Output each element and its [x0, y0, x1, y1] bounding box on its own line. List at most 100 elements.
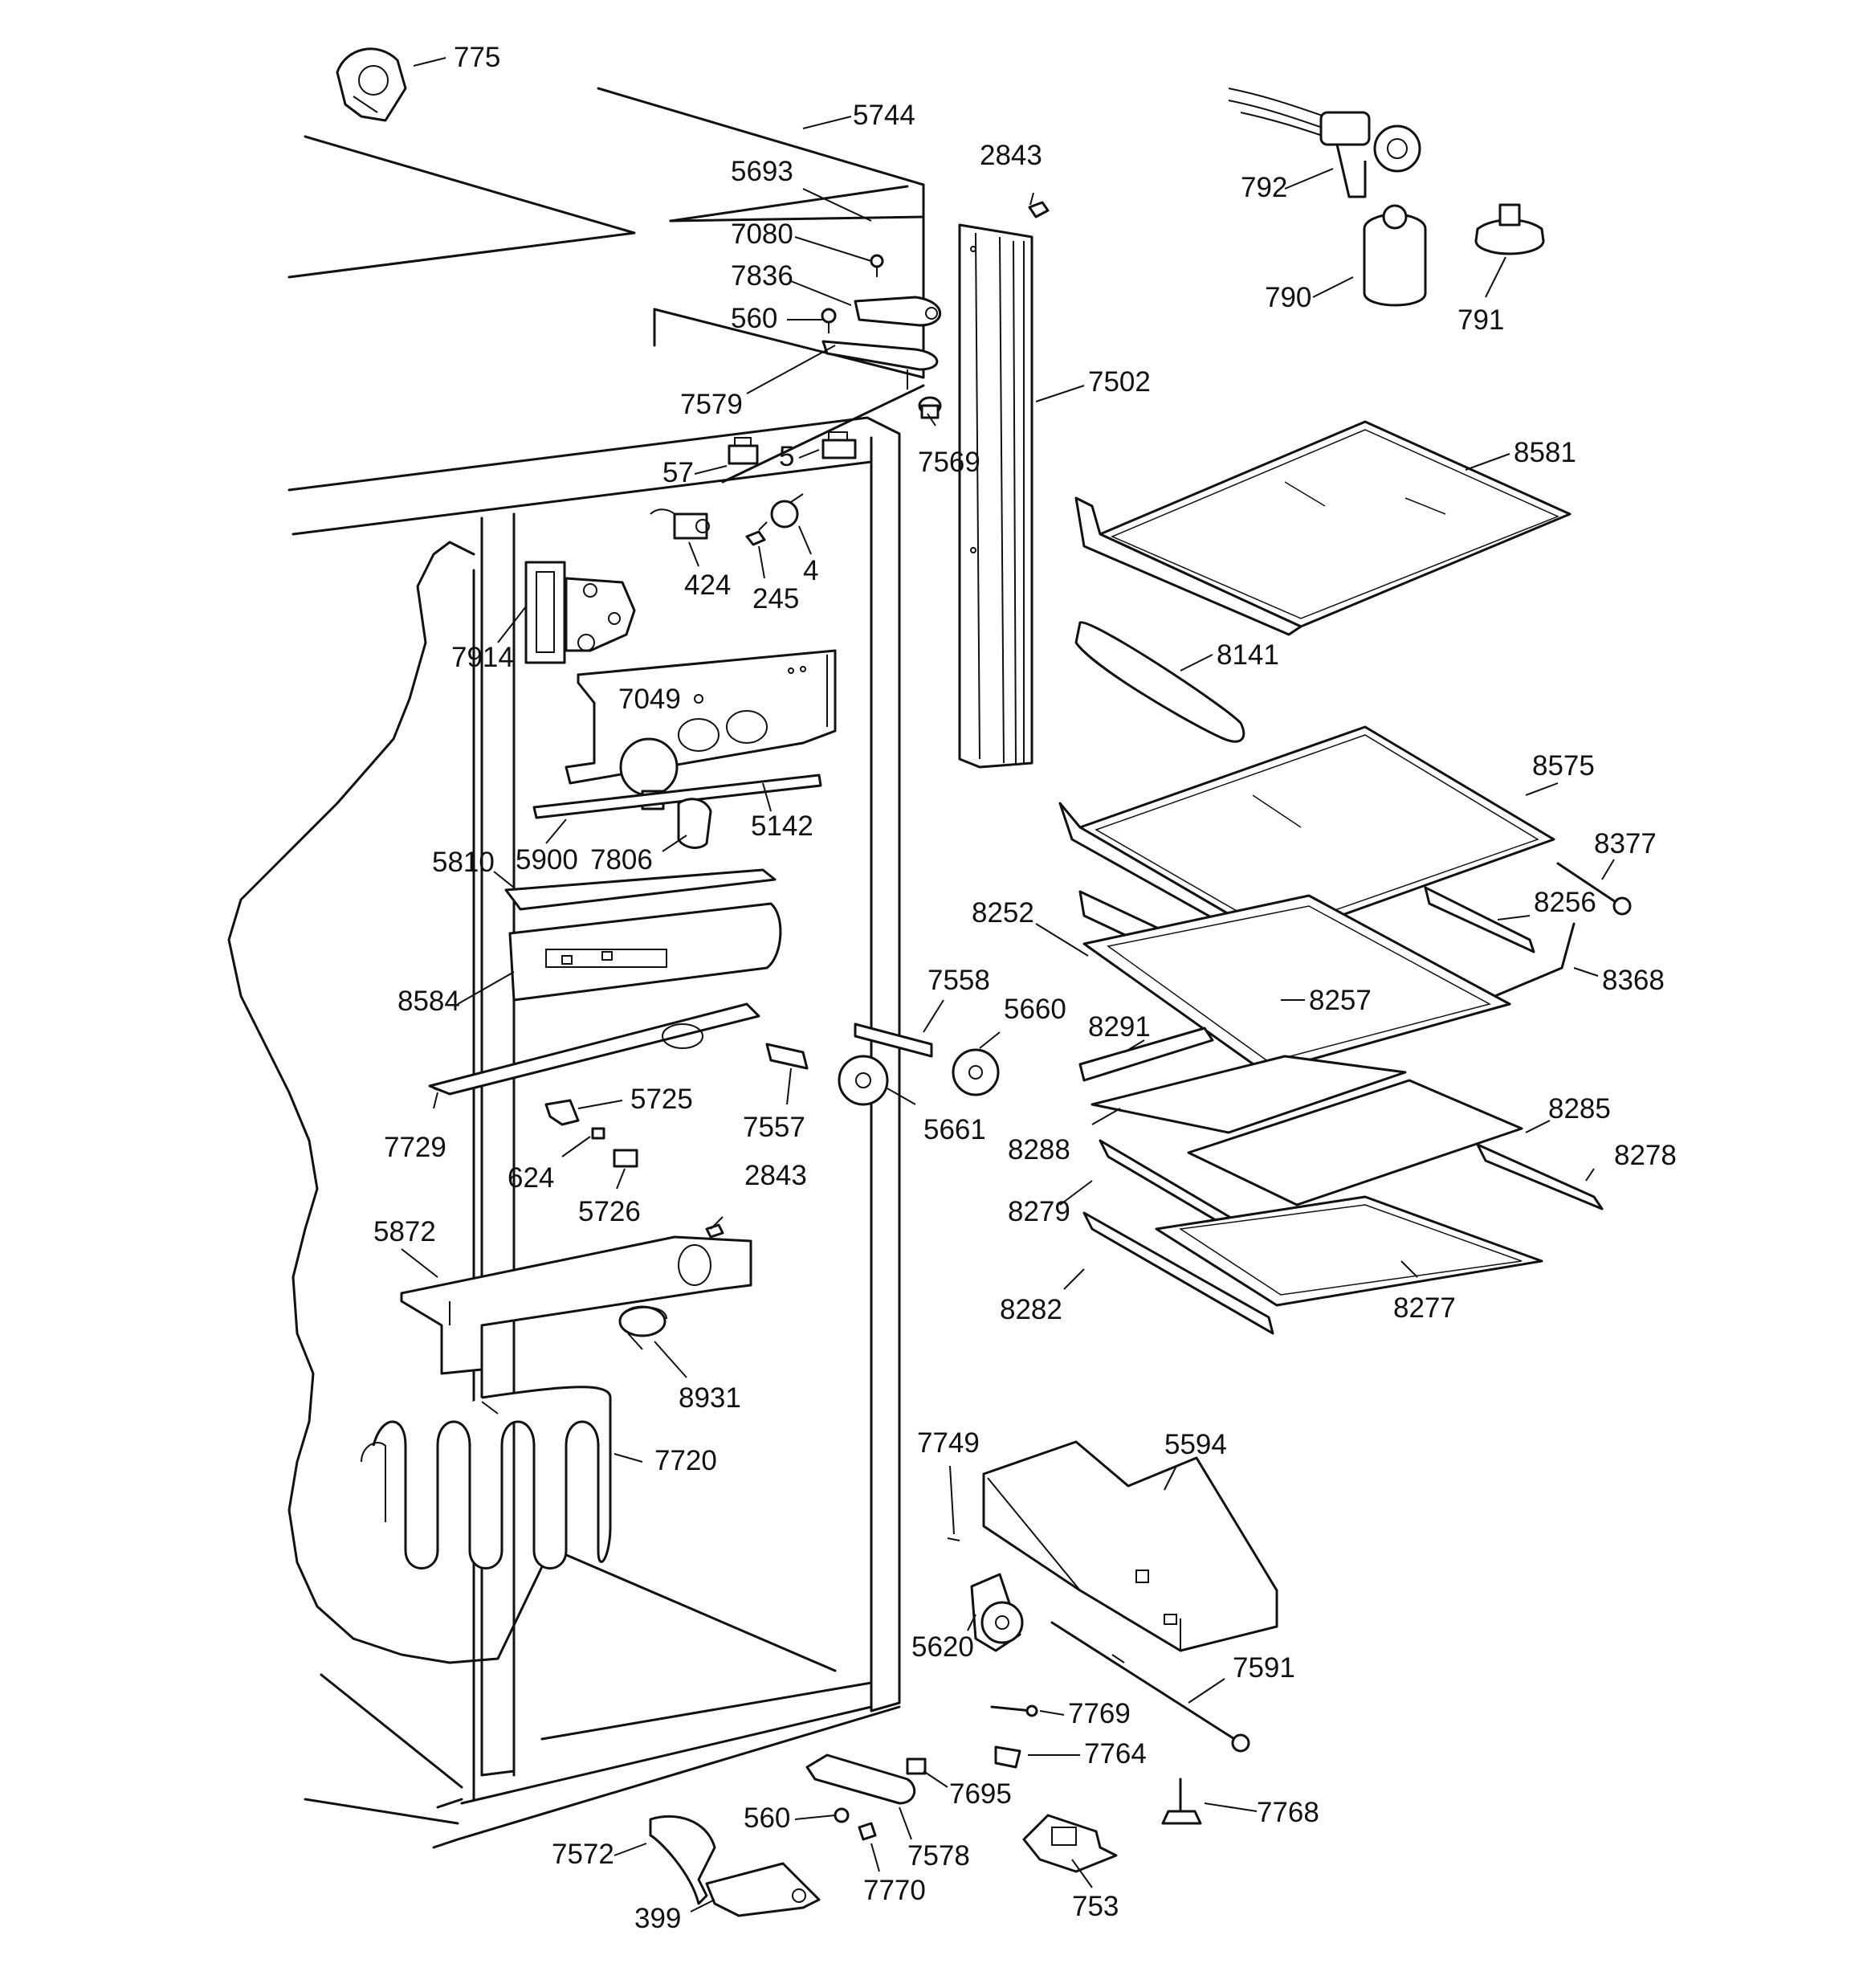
part-5142-light-bracket: [565, 649, 837, 785]
callout-7769: 7769: [1068, 1698, 1131, 1729]
callout-7729: 7729: [384, 1132, 446, 1163]
part-7764-spring: [994, 1745, 1021, 1769]
part-790-water-filter: [1363, 204, 1427, 307]
part-753-relay: [1022, 1814, 1118, 1873]
callout-8279: 8279: [1008, 1196, 1070, 1227]
part-775-hinge-cover: [336, 47, 407, 122]
part-8584-control-panel: [508, 902, 782, 1002]
part-5620-roller-assembly: [970, 1573, 1024, 1652]
callout-791: 791: [1457, 304, 1504, 336]
callout-7572: 7572: [552, 1839, 614, 1870]
part-5725-clip: [544, 1099, 580, 1126]
callout-4: 4: [803, 555, 818, 586]
part-245-screw: [745, 530, 766, 546]
callout-8575: 8575: [1532, 750, 1595, 782]
callout-5660: 5660: [1004, 994, 1066, 1025]
callout-8584: 8584: [397, 986, 460, 1017]
callout-2843-top: 2843: [980, 140, 1042, 171]
leader-lines: [401, 57, 1615, 1912]
callout-624: 624: [508, 1162, 554, 1194]
part-7769-pin: [990, 1704, 1038, 1717]
callout-7695: 7695: [949, 1778, 1012, 1810]
part-560-screw-bottom: [834, 1807, 850, 1823]
part-7720-defrost-heater: [361, 1386, 612, 1570]
callout-790: 790: [1265, 282, 1311, 313]
callout-5661: 5661: [923, 1114, 986, 1145]
part-8291-strip: [1078, 1027, 1214, 1082]
part-7591-rod: [1050, 1621, 1250, 1753]
part-7569-bushing: [918, 396, 942, 419]
callout-5726: 5726: [578, 1196, 641, 1227]
part-8278-slide: [1476, 1143, 1604, 1210]
part-5900-lens-strip: [532, 774, 822, 819]
callout-5900: 5900: [516, 844, 578, 876]
callout-8931: 8931: [679, 1382, 741, 1414]
callout-5: 5: [779, 441, 794, 472]
callout-7770: 7770: [863, 1875, 926, 1906]
part-2843-screw-duct: [705, 1223, 724, 1239]
callout-560-top: 560: [731, 303, 777, 334]
callout-5725: 5725: [630, 1084, 693, 1115]
part-7749-screw: [947, 1537, 960, 1541]
part-7836-hinge-plate: [854, 296, 942, 327]
callout-57: 57: [662, 457, 694, 488]
part-5594-compressor-cover: [982, 1440, 1278, 1652]
part-5872-air-duct: [400, 1235, 752, 1375]
part-791-filter-cap: [1474, 203, 1545, 255]
part-5-switch: [821, 431, 857, 459]
part-4-sensor: [758, 493, 804, 531]
callout-5872: 5872: [373, 1216, 436, 1247]
callout-7579: 7579: [680, 389, 743, 420]
part-560-screw-top: [821, 308, 837, 333]
cabinet-outline: [227, 87, 925, 1849]
callout-5693: 5693: [731, 156, 793, 187]
part-7806-socket: [677, 798, 712, 849]
callout-labels: 775 5744 2843 792 790 791 5693 7080 7836…: [373, 42, 1677, 1934]
part-8581-glass-shelf: [1074, 420, 1572, 636]
part-8368-wire: [1484, 922, 1576, 1002]
callout-8278: 8278: [1614, 1140, 1677, 1171]
callout-8288: 8288: [1008, 1134, 1070, 1165]
callout-8282: 8282: [1000, 1294, 1062, 1325]
callout-8256: 8256: [1534, 887, 1596, 918]
callout-7558: 7558: [927, 965, 990, 996]
callout-7591: 7591: [1233, 1652, 1295, 1684]
callout-5142: 5142: [751, 810, 813, 842]
part-7729-deflector: [428, 1002, 760, 1096]
callout-7502: 7502: [1088, 366, 1151, 398]
part-7578-hinge: [805, 1753, 916, 1805]
callout-424: 424: [684, 569, 731, 601]
callout-8141: 8141: [1217, 639, 1279, 671]
callout-7806: 7806: [590, 844, 653, 876]
callout-7557: 7557: [743, 1112, 805, 1143]
part-7695-nut: [906, 1757, 927, 1775]
part-8277-frame: [1155, 1195, 1543, 1307]
part-7502-mullion: [958, 223, 1033, 769]
callout-5594: 5594: [1164, 1429, 1227, 1460]
callout-399: 399: [634, 1903, 681, 1934]
callout-8277: 8277: [1393, 1292, 1456, 1324]
part-5661-roller: [838, 1055, 889, 1106]
callout-7578: 7578: [907, 1840, 970, 1872]
callout-5744: 5744: [853, 100, 915, 131]
callout-7914: 7914: [451, 642, 514, 673]
part-7558-spacer: [854, 1023, 933, 1058]
callout-2843-duct: 2843: [744, 1160, 807, 1191]
part-624-clip: [591, 1127, 605, 1140]
callout-5620: 5620: [911, 1631, 974, 1663]
callout-7836: 7836: [731, 260, 793, 292]
part-399-hinge-assembly: [705, 1862, 821, 1917]
callout-7080: 7080: [731, 218, 793, 250]
part-7080-screw: [870, 254, 884, 277]
part-7579-hinge-shim: [821, 340, 939, 390]
callout-245: 245: [752, 583, 799, 614]
callout-560-bottom: 560: [744, 1802, 790, 1834]
part-57-switch: [728, 437, 759, 465]
part-7557-spacer: [765, 1043, 809, 1070]
part-424-thermostat: [650, 508, 710, 540]
part-7572-bracket: [649, 1815, 716, 1905]
callout-8368: 8368: [1602, 965, 1665, 996]
part-8256-rail: [1424, 886, 1535, 953]
